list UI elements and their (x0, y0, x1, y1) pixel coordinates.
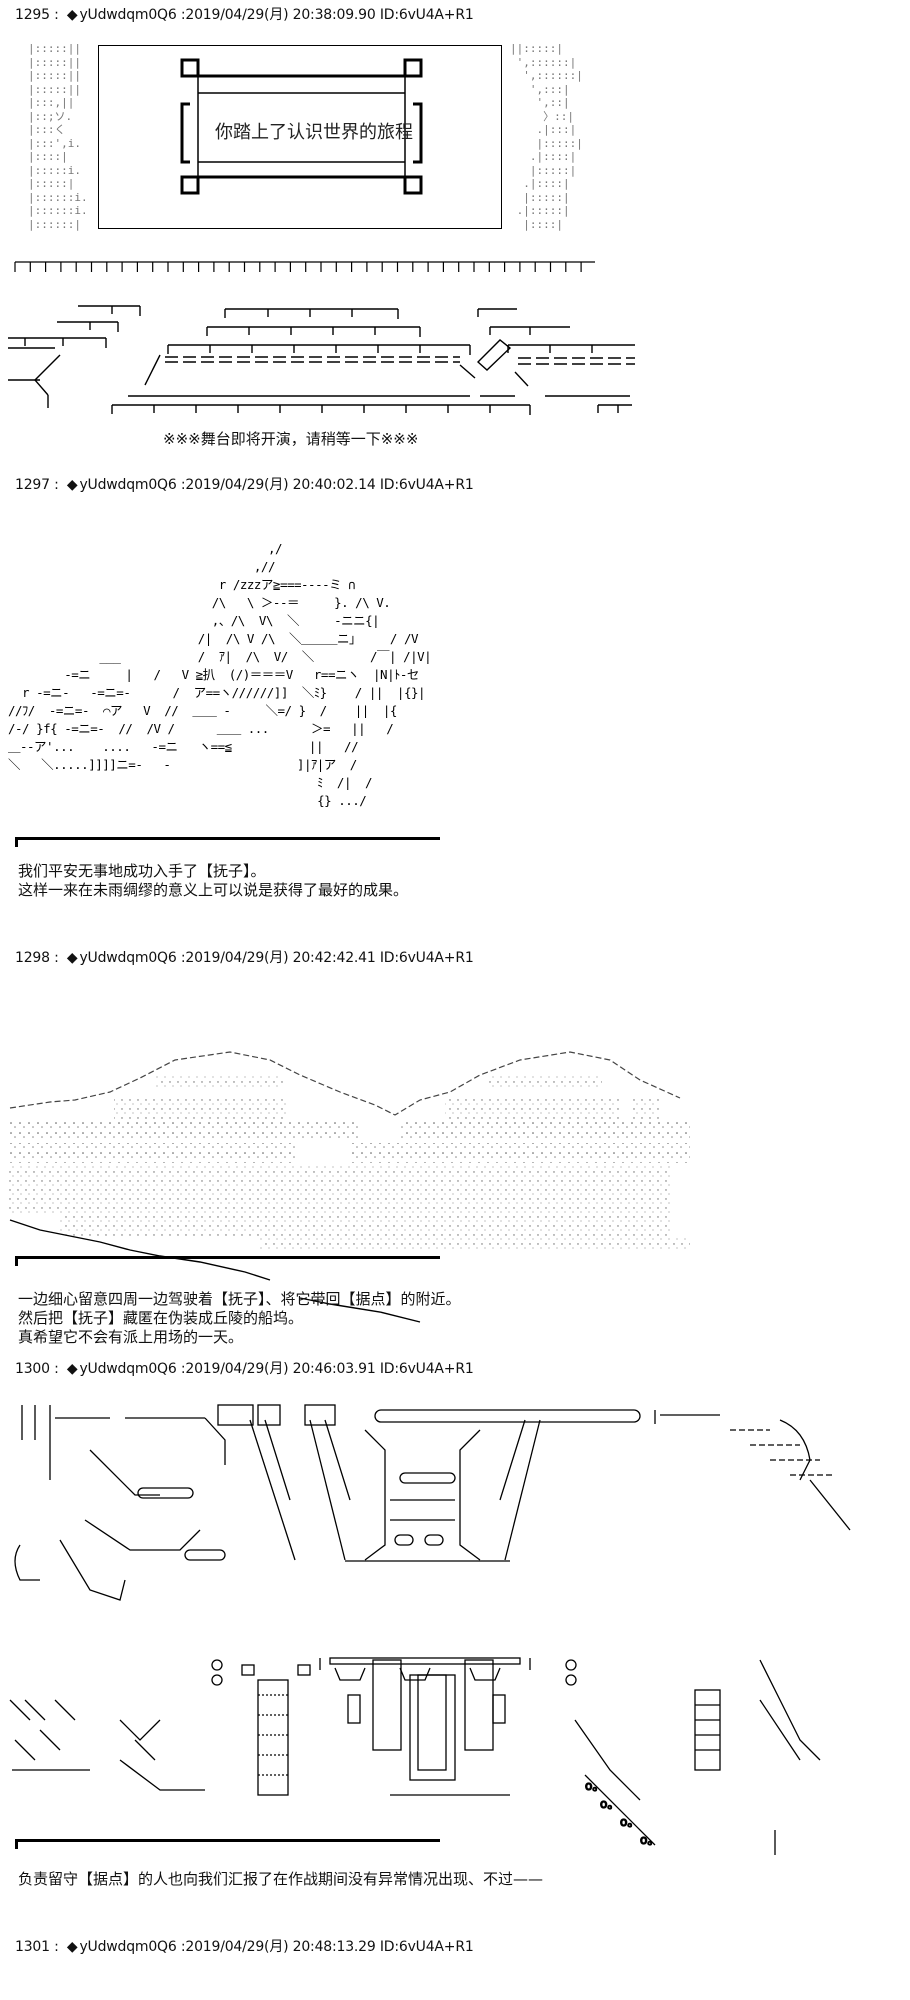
stage-curtain-left-art: |:::::|| |:::::|| |:::::|| |:::::|| |:::… (28, 42, 88, 231)
post-author[interactable]: yUdwdqm0Q6 (79, 477, 177, 493)
trip-diamond-icon: ◆ (66, 1939, 78, 1955)
narration-line: 负责留守【据点】的人也向我们汇报了在作战期间没有异常情况出现、不过—— (18, 1870, 544, 1888)
post-date: 2019/04/29(月) (185, 1361, 289, 1377)
mecha-ship-ascii-art: ,/ ,// r /zzzア≧===-‐‐‐ミ ∩ /\ \ ＞‐-＝ }. /… (8, 541, 432, 808)
narration-line: 一边细心留意四周一边驾驶着【抚子】、将它带回【据点】的附近。 (18, 1290, 461, 1308)
post-header-1300: 1300 : ◆yUdwdqm0Q6 :2019/04/29(月) 20:46:… (15, 1361, 474, 1377)
trip-diamond-icon: ◆ (66, 477, 78, 493)
post-header-1301: 1301 : ◆yUdwdqm0Q6 :2019/04/29(月) 20:48:… (15, 1939, 474, 1955)
post-date: 2019/04/29(月) (185, 7, 289, 23)
narration-line: 我们平安无事地成功入手了【抚子】。 (18, 862, 266, 880)
stage-title-text: 你踏上了认识世界的旅程 (215, 122, 413, 143)
svg-text:o。: o。 (600, 1797, 619, 1811)
post-date: 2019/04/29(月) (185, 950, 289, 966)
narration-separator (15, 1839, 440, 1849)
post-header-1295: 1295 : ◆yUdwdqm0Q6 :2019/04/29(月) 20:38:… (15, 7, 474, 23)
post-author[interactable]: yUdwdqm0Q6 (79, 7, 177, 23)
narration-separator (15, 837, 440, 847)
post-id[interactable]: ID:6vU4A+R1 (379, 7, 474, 23)
post-number: 1297 (15, 477, 50, 493)
narration-line: 然后把【抚子】藏匿在伪装成丘陵的船坞。 (18, 1309, 304, 1327)
post-header-1297: 1297 : ◆yUdwdqm0Q6 :2019/04/29(月) 20:40:… (15, 477, 474, 493)
stage-title-board (98, 45, 502, 229)
post-number: 1295 (15, 7, 50, 23)
post-time: 20:42:42.41 (292, 950, 376, 966)
narration-separator (15, 1256, 440, 1266)
svg-text:o。: o。 (620, 1815, 639, 1829)
post-number: 1300 (15, 1361, 50, 1377)
post-id[interactable]: ID:6vU4A+R1 (379, 1939, 474, 1955)
trip-diamond-icon: ◆ (66, 1361, 78, 1377)
narration-line: 真希望它不会有派上用场的一天。 (18, 1328, 244, 1346)
post-time: 20:48:13.29 (292, 1939, 376, 1955)
post-time: 20:40:02.14 (292, 477, 376, 493)
post-time: 20:46:03.91 (292, 1361, 376, 1377)
post-id[interactable]: ID:6vU4A+R1 (379, 477, 474, 493)
post-id[interactable]: ID:6vU4A+R1 (379, 950, 474, 966)
post-author[interactable]: yUdwdqm0Q6 (79, 1361, 177, 1377)
narration-line: 这样一来在未雨绸缪的意义上可以说是获得了最好的成果。 (18, 881, 409, 899)
post-id[interactable]: ID:6vU4A+R1 (379, 1361, 474, 1377)
post-date: 2019/04/29(月) (185, 1939, 289, 1955)
post-header-1298: 1298 : ◆yUdwdqm0Q6 :2019/04/29(月) 20:42:… (15, 950, 474, 966)
trip-diamond-icon: ◆ (66, 7, 78, 23)
stage-notice: ※※※舞台即将开演，请稍等一下※※※ (163, 430, 419, 448)
post-author[interactable]: yUdwdqm0Q6 (79, 950, 177, 966)
post-time: 20:38:09.90 (292, 7, 376, 23)
post-number: 1298 (15, 950, 50, 966)
trip-diamond-icon: ◆ (66, 950, 78, 966)
post-author[interactable]: yUdwdqm0Q6 (79, 1939, 177, 1955)
post-number: 1301 (15, 1939, 50, 1955)
stage-curtain-right-art: ||:::::| ',::::::| ',::::::| ',:::| ',::… (510, 42, 583, 231)
post-date: 2019/04/29(月) (185, 477, 289, 493)
